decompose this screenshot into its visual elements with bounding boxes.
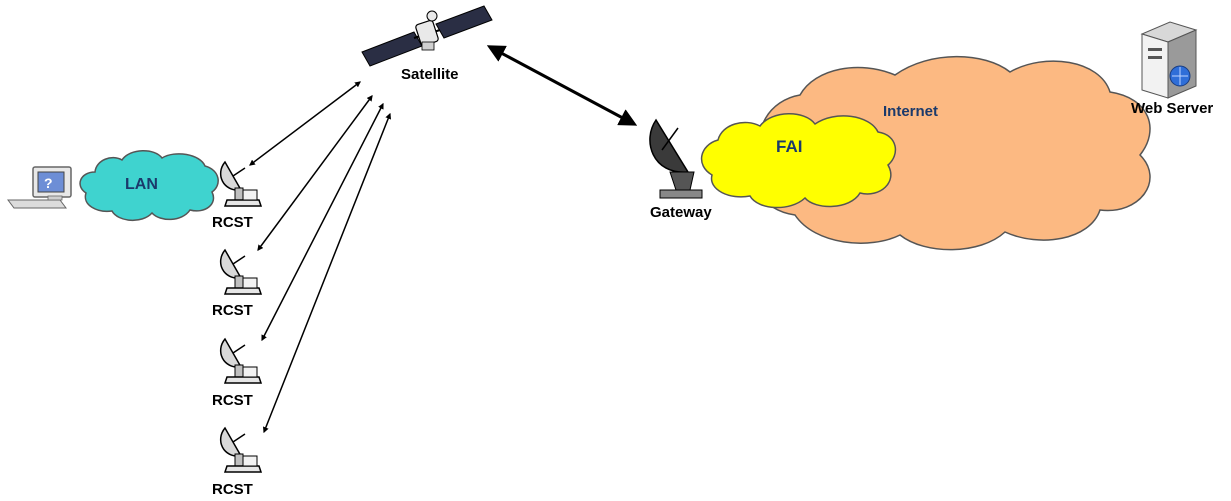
svg-text:?: ? (44, 175, 53, 191)
gateway-link-arrow (486, 45, 638, 126)
fai-cloud (700, 113, 897, 209)
rcst-label-3: RCST (212, 392, 253, 409)
rcst-label-2: RCST (212, 302, 253, 319)
rcst-dish-icon-4 (219, 427, 262, 473)
rcst-link-arrow-4 (262, 112, 392, 434)
rcst-link-arrow-1 (249, 81, 361, 166)
rcst-dish-icon-1 (219, 161, 262, 207)
lan-cloud (79, 150, 219, 221)
computer-icon: ? (7, 166, 72, 209)
lan-label: LAN (125, 176, 158, 193)
internet-label: Internet (883, 103, 939, 120)
rcst-link-arrow-3 (261, 102, 384, 342)
web-server-icon (1140, 21, 1198, 99)
satellite-icon (361, 5, 493, 67)
gateway-antenna-icon (649, 118, 703, 199)
gateway-label: Gateway (650, 204, 712, 221)
rcst-label-1: RCST (212, 214, 253, 231)
satellite-label: Satellite (401, 66, 459, 83)
rcst-dish-icon-2 (219, 249, 262, 295)
internet-cloud (755, 55, 1151, 251)
rcst-link-arrow-2 (257, 95, 373, 251)
fai-label: FAI (776, 137, 803, 156)
web-server-label: Web Server (1131, 100, 1214, 117)
rcst-dish-icon-3 (219, 338, 262, 384)
rcst-label-4: RCST (212, 481, 253, 498)
